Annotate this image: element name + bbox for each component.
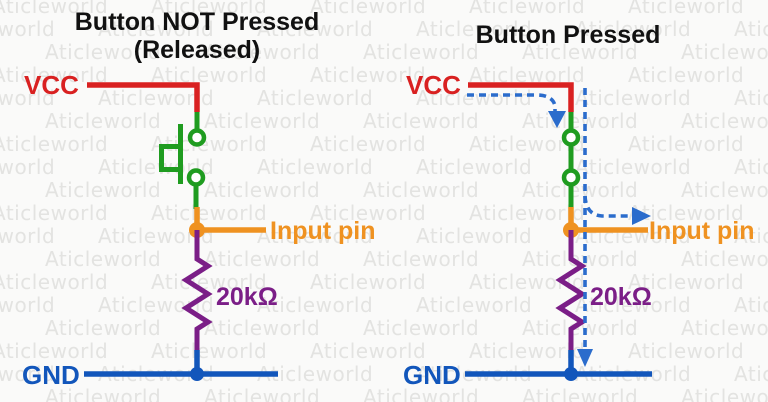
vcc-label: VCC: [406, 70, 461, 100]
junction-dot: [564, 367, 578, 381]
watermark-text: Aticleworld Aticleworld Aticleworld Atic…: [0, 293, 768, 317]
watermark-text: Aticleworld Aticleworld Aticleworld Atic…: [0, 316, 768, 340]
button-actuator-bracket: [159, 144, 178, 172]
vcc-wire: [468, 82, 574, 112]
junction-dot: [190, 367, 204, 381]
right-title: Button Pressed: [475, 21, 661, 49]
watermark-text: Aticleworld Aticleworld Aticleworld Atic…: [0, 155, 768, 179]
current-flow-arrow-down-icon: [577, 349, 593, 367]
input-pin-wire: [194, 207, 266, 233]
watermark-text: Aticleworld Aticleworld Aticleworld Atic…: [0, 86, 768, 110]
left-title-line1: Button NOT Pressed: [74, 8, 320, 36]
vcc-label: VCC: [24, 70, 79, 100]
watermark-text: Aticleworld Aticleworld Aticleworld Atic…: [0, 109, 768, 133]
push-button-open: [159, 112, 207, 209]
current-flow-arrow-down-icon: [548, 111, 566, 128]
resistor-value-label: 20kΩ: [590, 283, 652, 311]
button-terminal-circle: [561, 168, 581, 187]
right-circuit: [465, 82, 652, 381]
gnd-label: GND: [22, 360, 80, 390]
button-terminal-circle: [561, 128, 581, 147]
watermark-text: Aticleworld Aticleworld Aticleworld Atic…: [0, 17, 768, 41]
left-title-line2: (Released): [133, 36, 261, 64]
resistor-zigzag: [181, 230, 213, 350]
watermark-text: Aticleworld Aticleworld Aticleworld Atic…: [0, 339, 768, 363]
current-flow-line-vcc: [467, 93, 557, 111]
button-terminal-circle: [187, 128, 207, 147]
button-terminal-circle: [186, 168, 206, 187]
current-flow-line-branch: [583, 195, 630, 218]
current-flow-annotations: [467, 88, 651, 367]
watermark-text: Aticleworld Aticleworld Aticleworld Atic…: [0, 270, 768, 294]
input-pin-label: Input pin: [649, 217, 755, 245]
vcc-wire: [87, 82, 200, 112]
push-button-closed: [561, 112, 581, 209]
watermark-text: Aticleworld Aticleworld Aticleworld Atic…: [0, 40, 768, 64]
left-circuit: [84, 82, 278, 381]
current-flow-arrow-right-icon: [632, 207, 651, 225]
resistor-zigzag: [555, 230, 587, 350]
watermark-text: Aticleworld Aticleworld Aticleworld Atic…: [0, 385, 768, 402]
gnd-label: GND: [403, 360, 461, 390]
resistor-value-label: 20kΩ: [216, 283, 278, 311]
watermark-text: Aticleworld Aticleworld Aticleworld Atic…: [0, 132, 768, 156]
watermark-text: Aticleworld Aticleworld Aticleworld Atic…: [0, 247, 768, 271]
input-pin-label: Input pin: [270, 217, 376, 245]
watermark-text: Aticleworld Aticleworld Aticleworld Atic…: [0, 178, 768, 202]
watermark-text: Aticleworld Aticleworld Aticleworld Atic…: [0, 0, 768, 18]
